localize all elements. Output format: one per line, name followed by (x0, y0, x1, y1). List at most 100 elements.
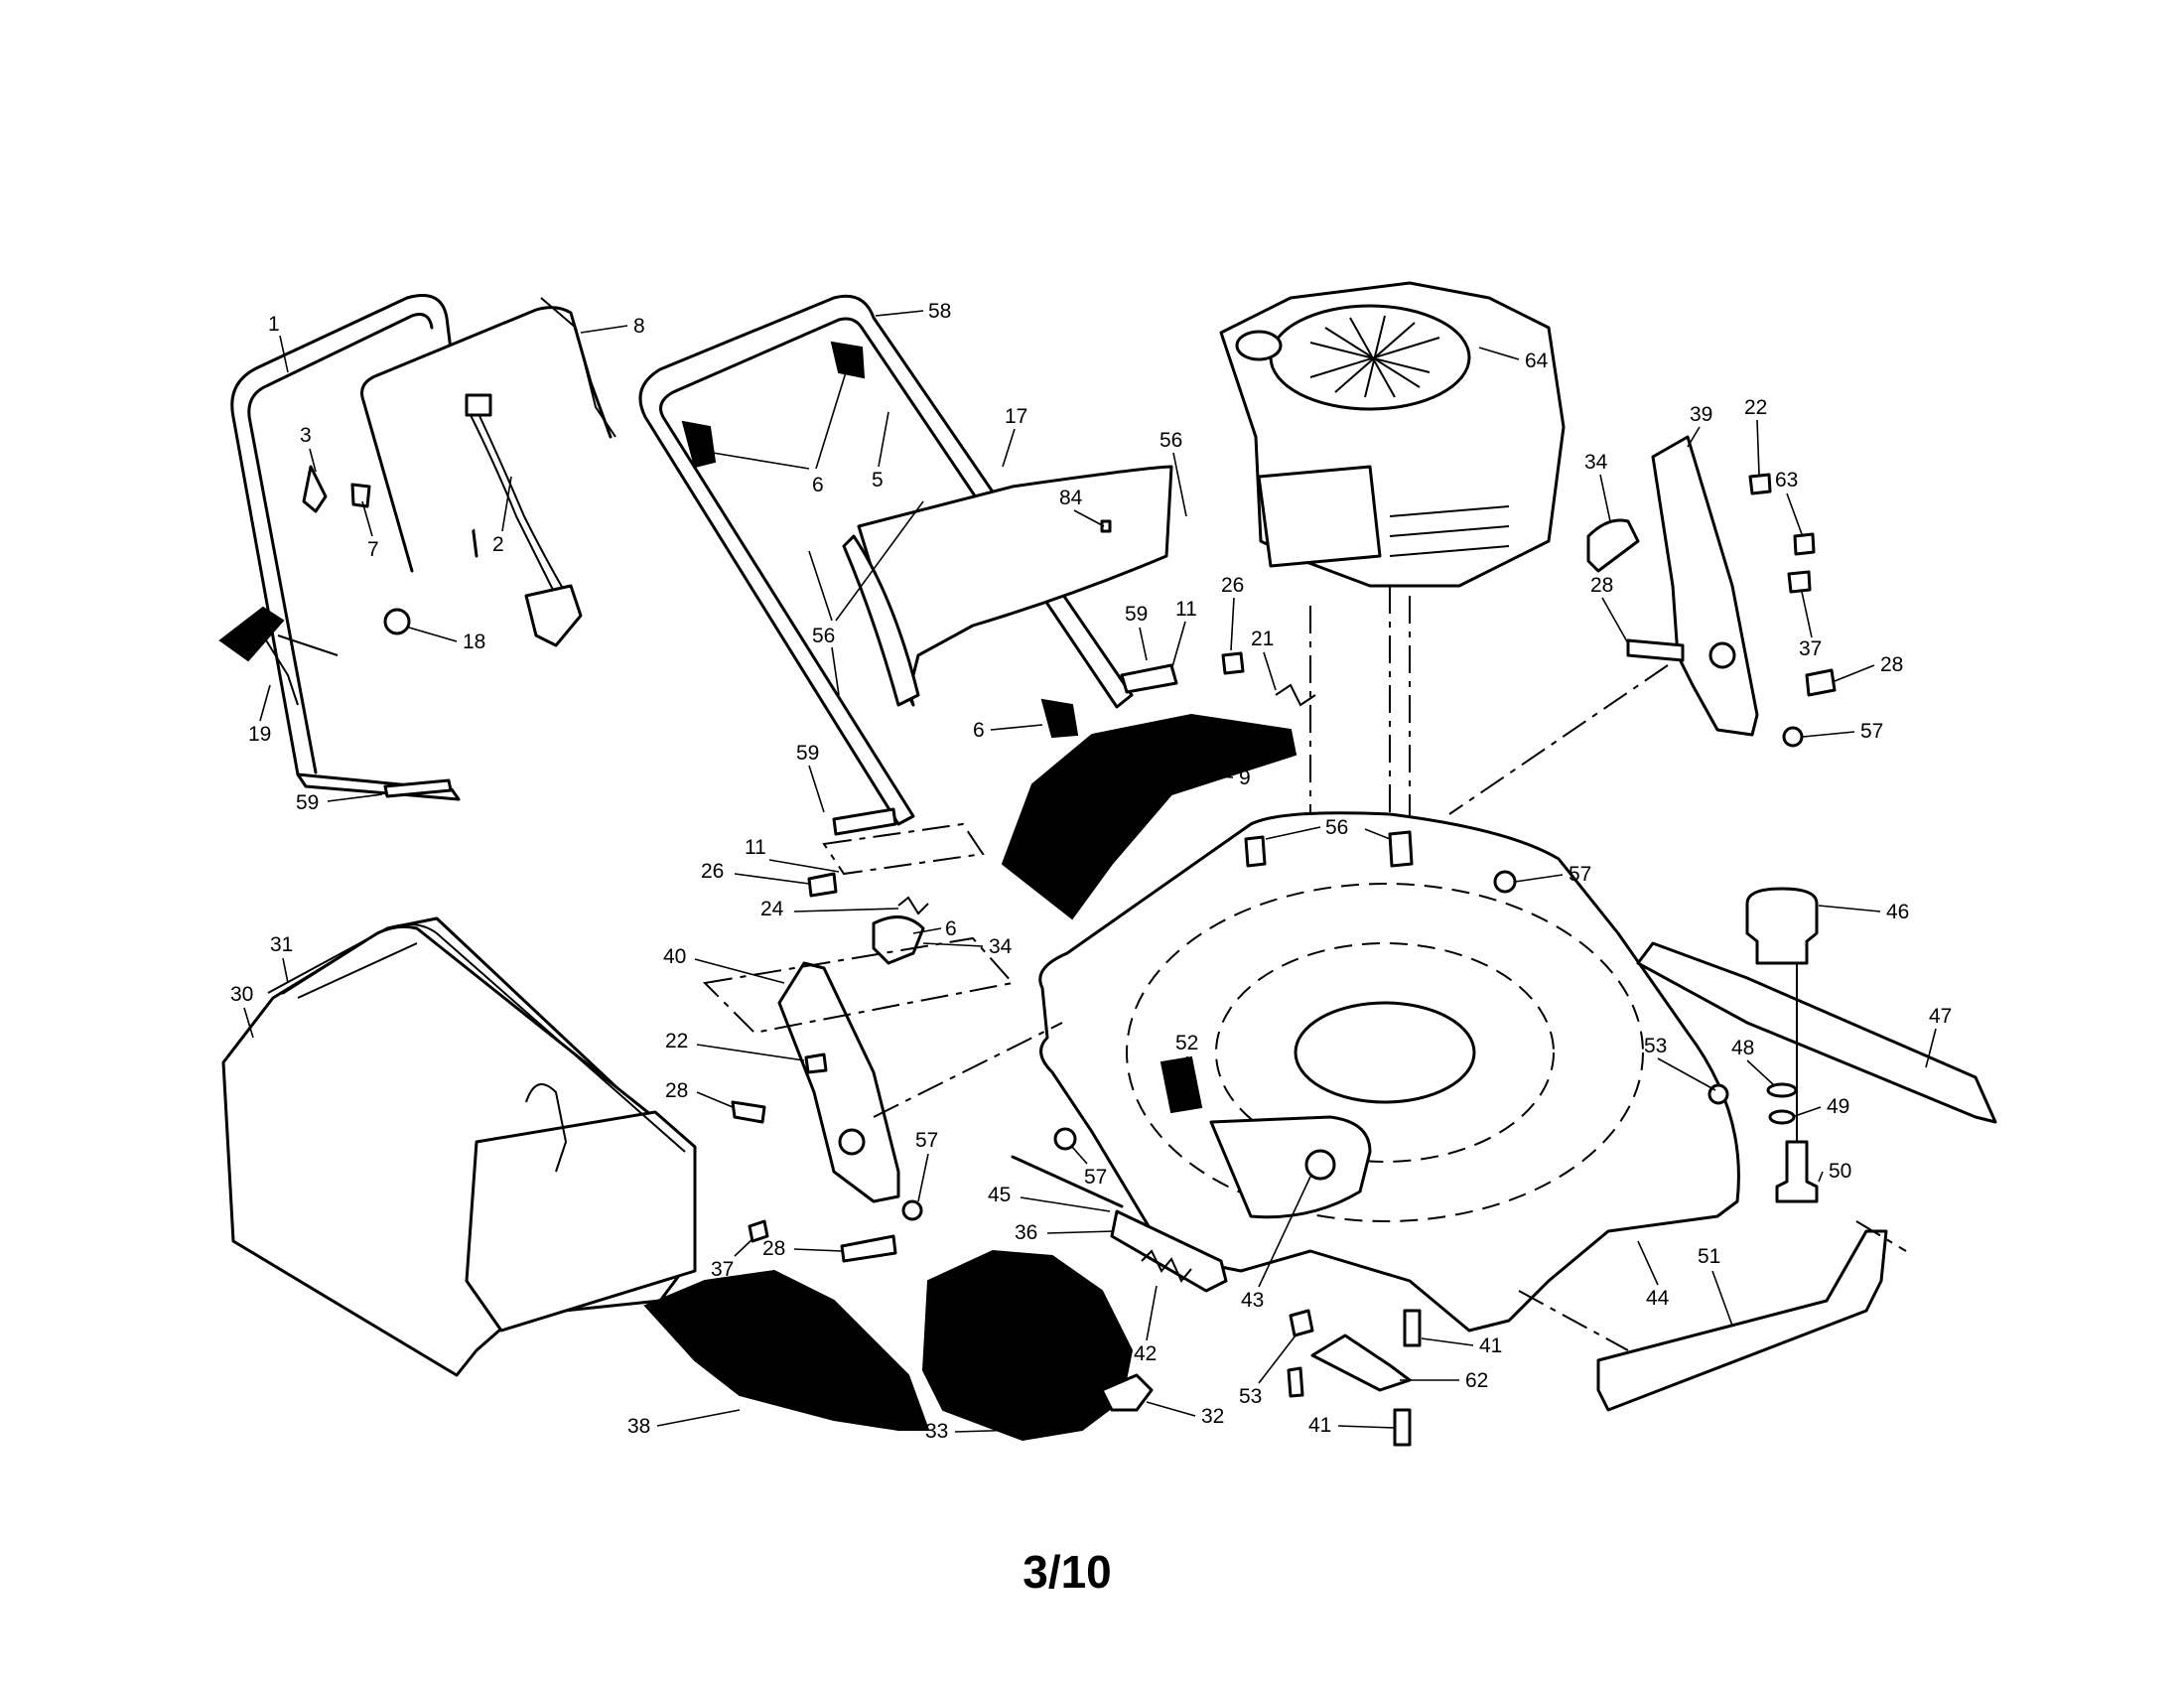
page-number: 3/10 (1023, 1546, 1112, 1598)
callout-6: 6 (945, 917, 957, 940)
callout-46: 46 (1886, 901, 1909, 923)
mulch-plug-33 (921, 1249, 1134, 1442)
callout-3: 3 (300, 424, 312, 447)
height-knob-34-left (872, 915, 925, 965)
washer (383, 608, 411, 635)
callout-6: 6 (973, 719, 985, 742)
bolt (350, 483, 371, 508)
rear-shield (1001, 713, 1297, 920)
callout-44: 44 (1646, 1287, 1670, 1310)
callout-51: 51 (1698, 1245, 1720, 1268)
bolt-28-bottom (840, 1234, 897, 1263)
callout-9: 9 (1239, 767, 1251, 789)
callout-39: 39 (1690, 403, 1712, 426)
callout-56: 56 (1160, 429, 1182, 452)
callout-34: 34 (989, 935, 1013, 958)
nut-57-deck (1493, 870, 1517, 894)
callout-45: 45 (988, 1184, 1011, 1206)
bolt-28 (1626, 638, 1685, 662)
bolt-28-left (731, 1100, 766, 1124)
callout-31: 31 (270, 933, 293, 956)
handle-knob (218, 606, 339, 706)
bag-frame (267, 923, 686, 1173)
callout-1: 1 (268, 313, 280, 336)
knob-6 (681, 341, 1079, 739)
bolt-26-left (807, 872, 838, 898)
spring-21 (1275, 683, 1316, 707)
side-chute-38 (643, 1269, 930, 1431)
callout-42: 42 (1134, 1342, 1157, 1365)
bolt-56-right (1388, 830, 1414, 868)
callout-57: 57 (1569, 863, 1591, 886)
callout-22: 22 (665, 1030, 688, 1052)
nut-57-left (1053, 1127, 1077, 1151)
callout-7: 7 (367, 538, 379, 561)
clip (302, 465, 328, 513)
callout-11: 11 (1175, 598, 1197, 621)
callout-84: 84 (1059, 487, 1083, 509)
callout-34: 34 (1584, 451, 1608, 474)
callout-37: 37 (1799, 637, 1822, 660)
bolt-41-left (1287, 1366, 1304, 1398)
callout-21: 21 (1251, 628, 1274, 650)
blade (1636, 941, 1997, 1124)
callout-22: 22 (1744, 396, 1767, 419)
washer-48 (1766, 1082, 1798, 1098)
right-wheel-bracket (1651, 435, 1759, 737)
screw-84 (1100, 519, 1112, 533)
nut-57-bracket (901, 1199, 923, 1221)
bracket-62 (1310, 1333, 1412, 1392)
left-wheel-bracket (777, 961, 900, 1203)
callout-53: 53 (1644, 1035, 1667, 1057)
rear-baffle (1596, 1229, 1888, 1412)
callout-48: 48 (1731, 1037, 1754, 1059)
guide-line (702, 936, 1015, 1035)
bolt-28-right (1805, 668, 1837, 697)
callout-37: 37 (711, 1258, 734, 1281)
callout-26: 26 (1221, 574, 1244, 597)
bolt-37-right (1787, 570, 1812, 594)
bolt-56 (1244, 835, 1267, 868)
label-52 (1160, 1055, 1203, 1114)
callout-47: 47 (1929, 1005, 1952, 1028)
callout-11: 11 (745, 836, 766, 859)
engine (1219, 281, 1566, 588)
bolt-59-mid (832, 807, 897, 836)
guide-line (873, 1022, 1063, 1118)
bolt-22-left (804, 1052, 828, 1074)
callout-57: 57 (915, 1129, 938, 1152)
callout-57: 57 (1860, 720, 1883, 743)
callout-38: 38 (627, 1415, 650, 1438)
callout-64: 64 (1525, 350, 1549, 372)
bolt-22-right (1748, 473, 1772, 495)
callout-26: 26 (701, 860, 724, 883)
callout-49: 49 (1827, 1095, 1849, 1118)
chute-door (842, 465, 1173, 707)
height-knob-34 (1586, 518, 1640, 573)
callout-labels: 1 8 3 7 2 18 19 59 58 6 5 17 84 56 56 59 (230, 300, 1952, 1443)
callout-63: 63 (1775, 469, 1798, 491)
control-bar (360, 297, 616, 573)
spring-42 (1141, 1249, 1192, 1283)
clip-32 (1100, 1373, 1154, 1412)
callout-56: 56 (812, 625, 835, 647)
callout-59: 59 (296, 791, 319, 814)
callout-2: 2 (492, 533, 504, 556)
throttle-cable (465, 393, 583, 647)
callout-5: 5 (872, 469, 884, 491)
callout-41: 41 (1308, 1414, 1331, 1437)
callout-33: 33 (925, 1420, 948, 1443)
callout-19: 19 (248, 723, 271, 746)
washer-49 (1768, 1109, 1796, 1125)
callout-40: 40 (663, 945, 686, 968)
callout-18: 18 (463, 631, 485, 653)
callout-56: 56 (1325, 816, 1348, 839)
callout-41: 41 (1479, 1334, 1502, 1357)
callout-28: 28 (762, 1237, 785, 1260)
callout-28: 28 (665, 1079, 688, 1102)
bolt-41-lower (1393, 1408, 1412, 1447)
callout-57: 57 (1084, 1166, 1107, 1189)
bolt-37 (748, 1219, 769, 1243)
grass-bag (221, 916, 697, 1377)
